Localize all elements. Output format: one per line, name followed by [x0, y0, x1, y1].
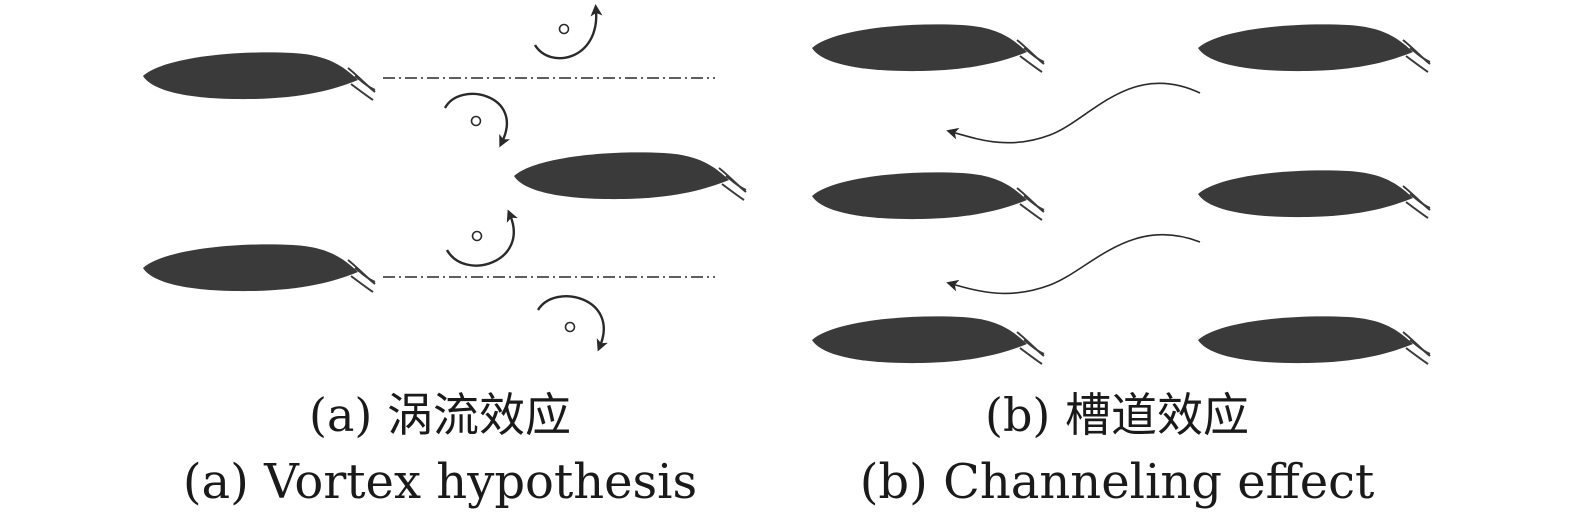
vortex-icon [536, 295, 608, 352]
vortex-icon [533, 4, 603, 60]
caption-b-chinese: (b) 槽道效应 [985, 388, 1249, 442]
caption-a-chinese: (a) 涡流效应 [309, 388, 571, 442]
fish-a-middle [513, 151, 747, 201]
panel-a-vortex-diagram [142, 4, 747, 352]
fish-a-bottom-left [142, 243, 376, 293]
fish-b-row3-left [811, 315, 1045, 365]
flow-arrow-upper [946, 82, 1201, 144]
fish-a-top-left [142, 51, 376, 101]
fish-b-row3-right [1197, 315, 1431, 365]
vortex-icon [445, 209, 518, 267]
caption-a-english: (a) Vortex hypothesis [182, 454, 698, 510]
fish-b-row2-right [1197, 169, 1431, 219]
vortex-icon [443, 92, 511, 148]
caption-b-english: (b) Channeling effect [859, 454, 1375, 510]
fish-b-row1-left [811, 23, 1045, 73]
flow-arrow-lower [946, 233, 1201, 295]
panel-b-channeling-diagram [811, 23, 1431, 365]
fish-b-row2-left [811, 171, 1045, 221]
fish-b-row1-right [1197, 23, 1431, 73]
